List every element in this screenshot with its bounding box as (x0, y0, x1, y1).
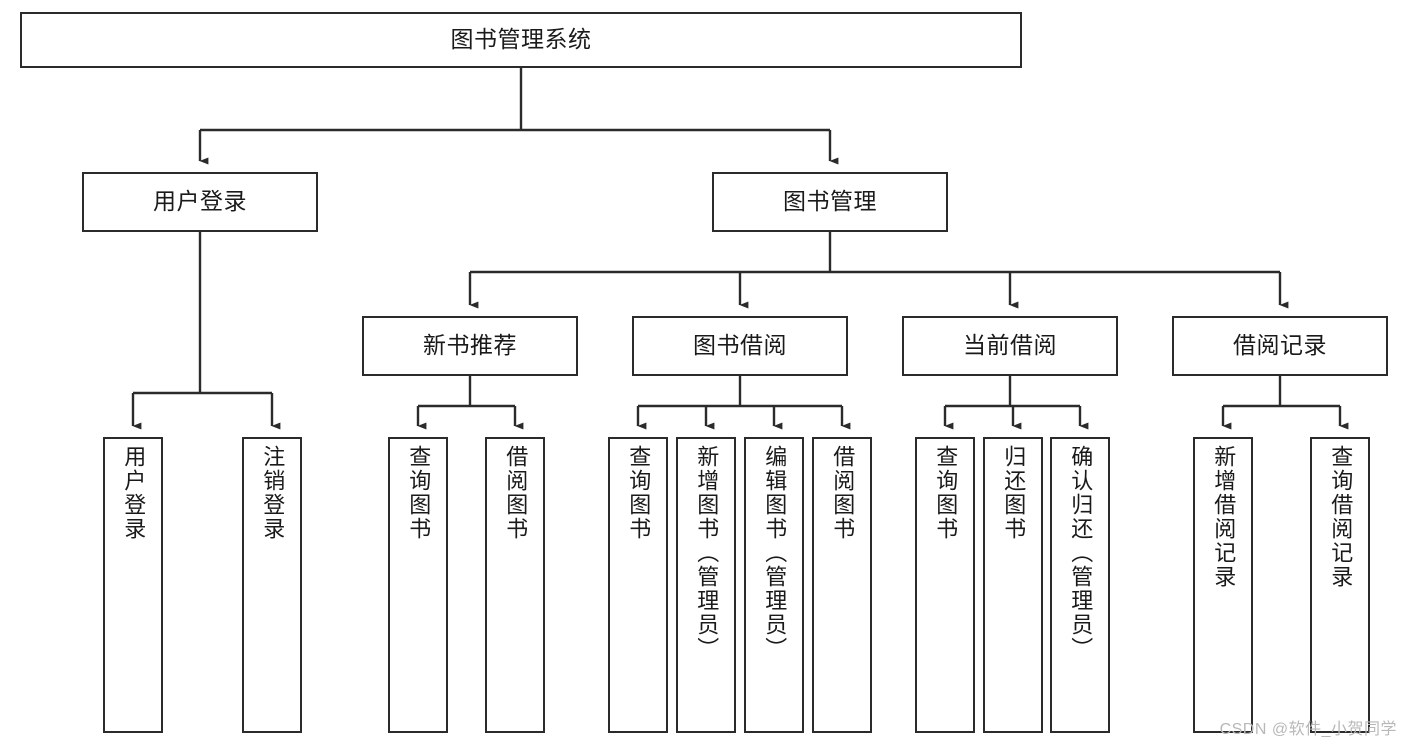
node-label: 借阅图书 (830, 445, 856, 541)
node-label: 查询借阅记录 (1328, 445, 1354, 589)
node-label: 新增图书（管理员） (694, 445, 720, 661)
node-new-book-rec[interactable]: 新书推荐 (362, 316, 578, 376)
node-leaf-borrow-book-2[interactable]: 借阅图书 (812, 437, 872, 733)
node-label: 确认归还（管理员） (1068, 445, 1094, 661)
node-leaf-query-record[interactable]: 查询借阅记录 (1310, 437, 1370, 733)
node-leaf-confirm-return[interactable]: 确认归还（管理员） (1050, 437, 1110, 733)
node-label: 新增借阅记录 (1211, 445, 1237, 589)
node-leaf-return-book[interactable]: 归还图书 (983, 437, 1043, 733)
node-leaf-edit-book[interactable]: 编辑图书（管理员） (744, 437, 804, 733)
node-leaf-query-book-1[interactable]: 查询图书 (388, 437, 448, 733)
node-label: 编辑图书（管理员） (762, 445, 788, 661)
node-label: 用户登录 (153, 188, 247, 215)
node-label: 图书借阅 (693, 332, 787, 359)
node-current-borrow[interactable]: 当前借阅 (902, 316, 1118, 376)
node-user-login[interactable]: 用户登录 (82, 172, 318, 232)
node-label: 借阅记录 (1233, 332, 1327, 359)
node-label: 新书推荐 (423, 332, 517, 359)
node-label: 注销登录 (260, 445, 286, 541)
node-label: 查询图书 (406, 445, 432, 541)
node-label: 归还图书 (1001, 445, 1027, 541)
node-book-borrow[interactable]: 图书借阅 (632, 316, 848, 376)
node-borrow-record[interactable]: 借阅记录 (1172, 316, 1388, 376)
node-leaf-query-book-2[interactable]: 查询图书 (608, 437, 668, 733)
node-label: 图书管理系统 (450, 26, 592, 53)
node-label: 借阅图书 (503, 445, 529, 541)
node-label: 查询图书 (626, 445, 652, 541)
node-leaf-add-book[interactable]: 新增图书（管理员） (676, 437, 736, 733)
node-label: 查询图书 (933, 445, 959, 541)
node-leaf-query-book-3[interactable]: 查询图书 (915, 437, 975, 733)
node-label: 当前借阅 (963, 332, 1057, 359)
node-leaf-logout[interactable]: 注销登录 (242, 437, 302, 733)
node-book-mgmt[interactable]: 图书管理 (712, 172, 948, 232)
node-label: 用户登录 (121, 445, 147, 541)
node-root[interactable]: 图书管理系统 (20, 12, 1022, 68)
node-leaf-user-login[interactable]: 用户登录 (103, 437, 163, 733)
node-leaf-borrow-book-1[interactable]: 借阅图书 (485, 437, 545, 733)
node-label: 图书管理 (783, 188, 877, 215)
watermark-label: CSDN @软件_小贺同学 (1219, 721, 1397, 738)
node-leaf-add-record[interactable]: 新增借阅记录 (1193, 437, 1253, 733)
